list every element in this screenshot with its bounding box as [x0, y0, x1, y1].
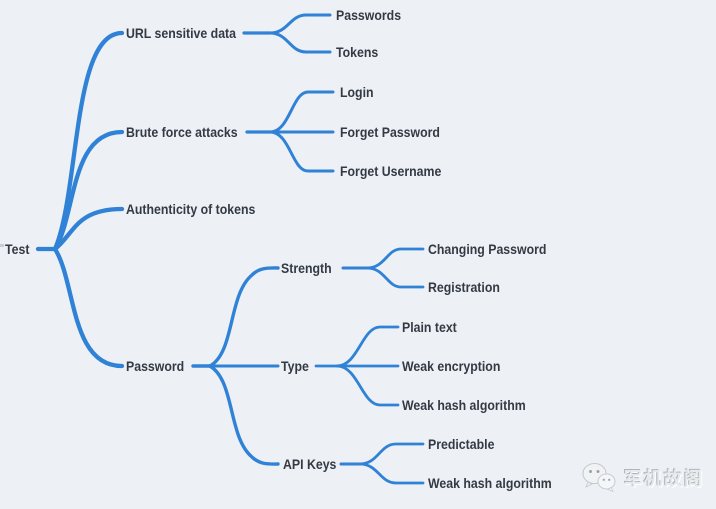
edge-brute-login: [268, 90, 335, 134]
node-forget-password[interactable]: Forget Password: [340, 124, 440, 140]
node-weak-hash-algorithm-2[interactable]: Weak hash algorithm: [428, 475, 552, 491]
edge-root-brute: [52, 129, 125, 252]
edge-brute-forget-username: [268, 130, 335, 173]
edge-api-predictable: [358, 442, 425, 466]
node-login[interactable]: Login: [340, 84, 374, 100]
watermark: 军机故阁: [581, 461, 704, 495]
node-registration[interactable]: Registration: [428, 279, 500, 295]
node-api-keys[interactable]: API Keys: [283, 456, 337, 472]
edge-url-passwords: [268, 13, 332, 35]
node-passwords[interactable]: Passwords: [336, 7, 402, 23]
edge-url-tokens: [268, 31, 332, 54]
clipped-root-text-fragment: [0, 244, 4, 247]
watermark-text: 军机故阁: [624, 469, 704, 489]
node-forget-username[interactable]: Forget Username: [340, 163, 442, 179]
edge-type-plain-text: [335, 325, 400, 368]
node-password[interactable]: Password: [126, 358, 185, 374]
edge-root-password: [52, 246, 125, 369]
wechat-icon: [582, 463, 616, 493]
node-strength[interactable]: Strength: [281, 260, 332, 276]
node-plain-text[interactable]: Plain text: [402, 319, 457, 335]
edge-root-auth: [52, 206, 125, 252]
edge-strength-changing-password: [365, 247, 425, 270]
edge-password-strength: [208, 266, 280, 368]
node-type[interactable]: Type: [281, 358, 309, 374]
node-changing-password[interactable]: Changing Password: [428, 241, 547, 257]
node-weak-encryption[interactable]: Weak encryption: [402, 358, 501, 374]
edge-strength-registration: [365, 266, 425, 289]
node-brute-force-attacks[interactable]: Brute force attacks: [126, 124, 238, 140]
node-weak-hash-algorithm[interactable]: Weak hash algorithm: [402, 397, 526, 413]
node-predictable[interactable]: Predictable: [428, 436, 495, 452]
edge-root-url: [52, 30, 125, 252]
node-authenticity-of-tokens[interactable]: Authenticity of tokens: [126, 201, 256, 217]
edge-type-weak-hash: [335, 364, 400, 407]
edge-password-api-keys: [208, 364, 280, 466]
node-tokens[interactable]: Tokens: [336, 44, 379, 60]
node-url-sensitive-data[interactable]: URL sensitive data: [126, 25, 237, 41]
edge-api-weak-hash: [358, 462, 425, 485]
node-test[interactable]: Test: [5, 241, 30, 257]
